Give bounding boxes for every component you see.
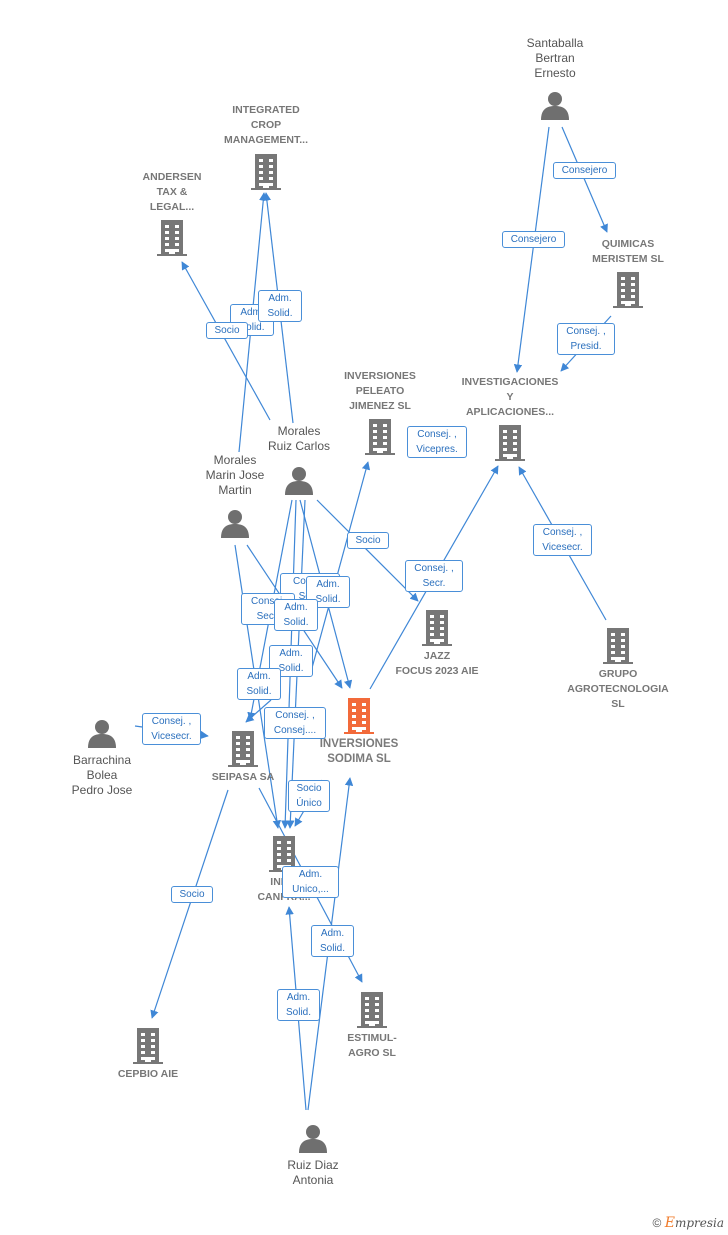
edge-line-1 <box>561 126 608 233</box>
copyright-symbol: © <box>652 1216 662 1230</box>
node-label[interactable]: INVERSIONES PELEATO JIMENEZ SL <box>344 370 416 412</box>
brand-watermark: © Empresia <box>653 1215 724 1231</box>
edge-label[interactable]: Consej. , Secr. <box>405 560 463 592</box>
building-icon[interactable] <box>249 153 283 196</box>
edge-line-7 <box>316 499 419 602</box>
edge-label[interactable]: Adm. Solid. <box>237 668 281 700</box>
edge-label[interactable]: Consej. , Presid. <box>557 323 615 355</box>
edge-label[interactable]: Consej. , Vicesecr. <box>533 524 592 556</box>
edge-line-19 <box>150 789 229 1019</box>
person-icon[interactable] <box>284 465 314 500</box>
node-label[interactable]: CEPBIO AIE <box>117 1068 179 1080</box>
node-label[interactable]: Morales Marin Jose Martin <box>205 453 265 497</box>
node-label[interactable]: INTEGRATED CROP MANAGEMENT... <box>224 104 308 146</box>
node-label[interactable]: ANDERSEN TAX & LEGAL... <box>142 171 202 213</box>
edge-label[interactable]: Consej. , Vicepres. <box>407 426 467 458</box>
edge-label[interactable]: Adm. Solid. <box>274 599 318 631</box>
building-icon[interactable] <box>601 627 635 670</box>
building-icon[interactable] <box>493 424 527 467</box>
node-label[interactable]: INVERSIONES SODIMA SL <box>319 738 399 765</box>
edge-label[interactable]: Socio Único <box>288 780 330 812</box>
edge-label[interactable]: Consej. , Consej.... <box>264 707 326 739</box>
node-label[interactable]: Santaballa Bertran Ernesto <box>526 36 584 80</box>
building-icon[interactable] <box>342 697 376 740</box>
node-label[interactable]: QUIMICAS MERISTEM SL <box>592 238 664 265</box>
brand-logo-text: mpresia <box>674 1216 724 1230</box>
building-icon[interactable] <box>355 991 389 1034</box>
edge-label[interactable]: Adm. Unico,... <box>282 866 339 898</box>
edge-label[interactable]: Consej. , Vicesecr. <box>142 713 201 745</box>
person-icon[interactable] <box>298 1123 328 1158</box>
edge-line-0 <box>513 126 550 373</box>
building-icon[interactable] <box>611 271 645 314</box>
edge-label[interactable]: Consejero <box>553 162 616 179</box>
building-icon[interactable] <box>226 730 260 773</box>
building-icon[interactable] <box>420 609 454 652</box>
edge-label[interactable]: Consejero <box>502 231 565 248</box>
edge-line-17 <box>245 699 272 723</box>
brand-logo-e: E <box>664 1215 675 1231</box>
node-label[interactable]: Ruiz Diaz Antonia <box>287 1158 339 1187</box>
node-label[interactable]: JAZZ FOCUS 2023 AIE <box>395 650 479 677</box>
edge-label[interactable]: Socio <box>347 532 389 549</box>
edge-line-5 <box>181 261 271 421</box>
edge-label[interactable]: Adm. Solid. <box>311 925 354 957</box>
node-label[interactable]: INVESTIGACIONES Y APLICACIONES... <box>461 376 559 418</box>
edge-label[interactable]: Socio <box>206 322 248 339</box>
edge-line-6 <box>311 461 371 669</box>
node-label[interactable]: SEIPASA SA <box>211 771 275 783</box>
building-icon[interactable] <box>131 1027 165 1070</box>
node-label[interactable]: Morales Ruiz Carlos <box>267 424 330 453</box>
building-icon[interactable] <box>363 418 397 461</box>
node-label[interactable]: GRUPO AGROTECNOLOGIA SL <box>567 668 669 710</box>
node-label[interactable]: Barrachina Bolea Pedro Jose <box>71 753 133 797</box>
person-icon[interactable] <box>87 718 117 753</box>
edge-label[interactable]: Socio <box>171 886 213 903</box>
edge-label[interactable]: Adm. Solid. <box>258 290 302 322</box>
node-label[interactable]: ESTIMUL- AGRO SL <box>347 1032 397 1059</box>
person-icon[interactable] <box>220 508 250 543</box>
person-icon[interactable] <box>540 90 570 125</box>
edge-label[interactable]: Adm. Solid. <box>277 989 320 1021</box>
building-icon[interactable] <box>155 219 189 262</box>
